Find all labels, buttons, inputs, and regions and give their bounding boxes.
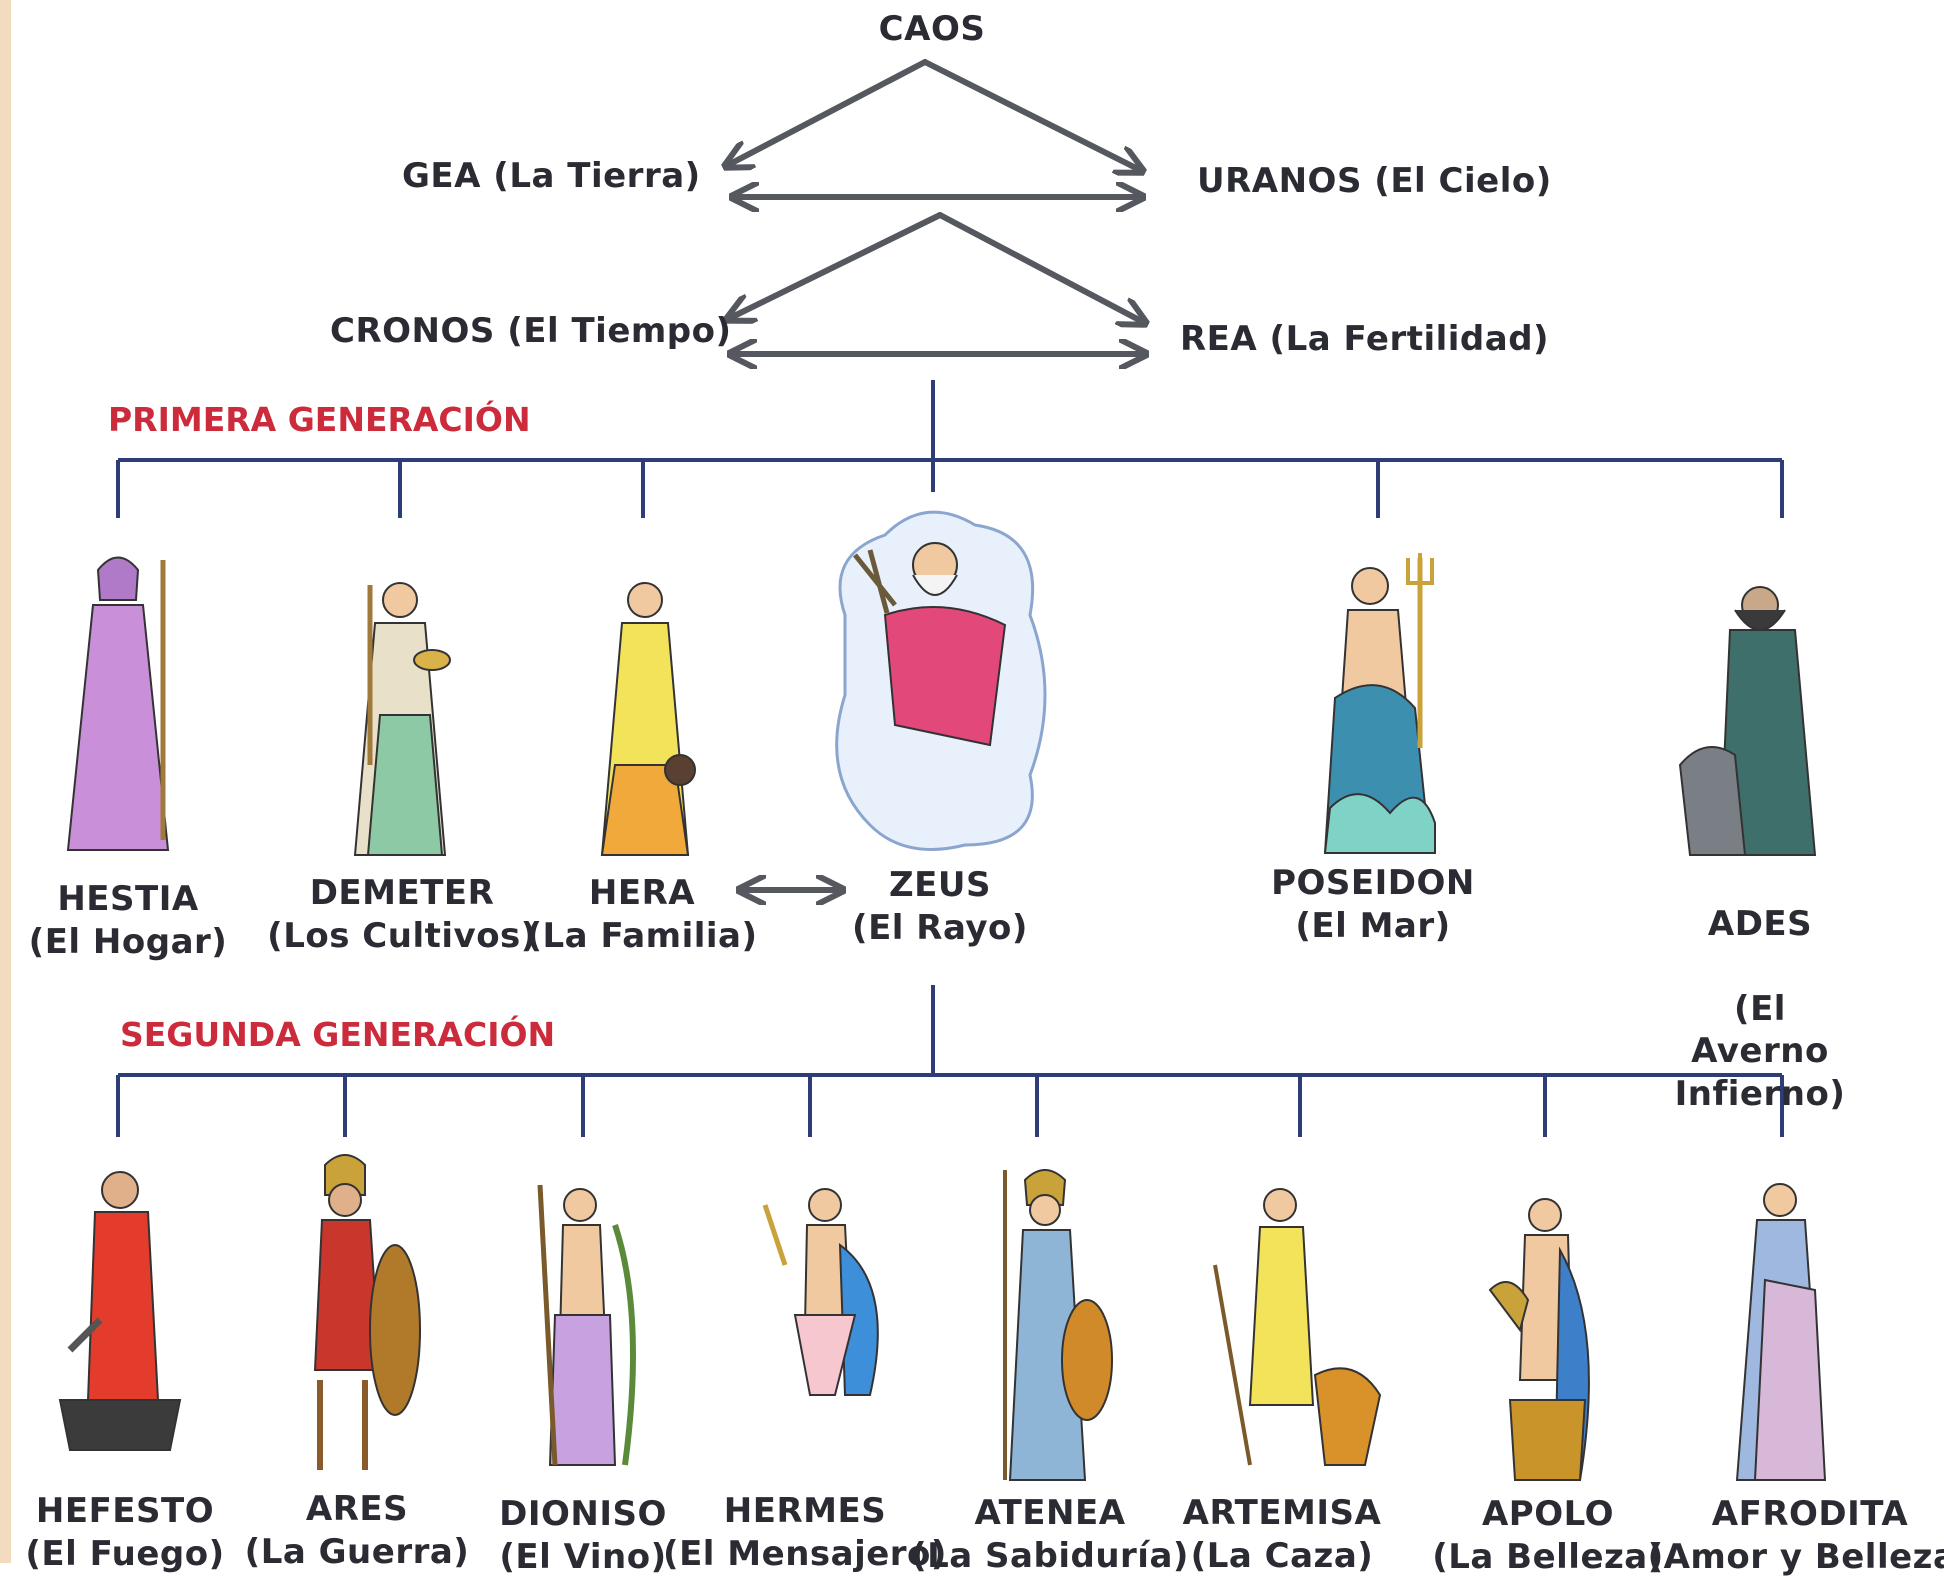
rea-label: REA (La Fertilidad) [1180,319,1550,359]
god-label-afrodita: AFRODITA (Amor y Belleza) [1647,1494,1944,1577]
arrow-to-cronos [730,212,943,318]
god-label-apolo: APOLO (La Belleza) [1432,1494,1664,1577]
hera-figure-icon [600,582,696,856]
arrow-to-rea [937,212,1143,322]
god-label-demeter: DEMETER (Los Cultivos) [267,873,537,956]
arrow-caos-gea [728,59,928,165]
god-label-poseidon: POSEIDON (El Mar) [1271,863,1475,946]
hestia-figure-icon [66,556,170,851]
god-label-ares: ARES (La Guerra) [244,1489,470,1572]
god-label-artemisa: ARTEMISA (La Caza) [1182,1493,1382,1576]
uranos-label: URANOS (El Cielo) [1197,161,1552,201]
poseidon-figure-icon [1323,553,1436,854]
hermes-figure-icon [762,1188,879,1396]
demeter-figure-icon [353,582,451,856]
arrow-caos-uranos [922,59,1140,170]
ares-figure-icon [313,1154,421,1470]
god-label-hermes: HERMES (El Mensajero) [663,1491,947,1574]
atenea-figure-icon [1003,1169,1113,1481]
caos-label: CAOS [878,9,986,49]
cronos-label: CRONOS (El Tiempo) [330,311,732,351]
gea-label: GEA (La Tierra) [402,156,701,196]
side-strip [0,0,11,1563]
second-generation-title: SEGUNDA GENERACIÓN [120,1015,556,1054]
god-label-hera: HERA (La Familia) [526,873,758,956]
first-generation-title: PRIMERA GENERACIÓN [108,400,531,439]
afrodita-figure-icon [1735,1183,1827,1481]
god-label-hefesto: HEFESTO (El Fuego) [25,1491,225,1574]
zeus-figure-icon [835,510,1047,851]
dioniso-figure-icon [537,1184,636,1466]
artemisa-figure-icon [1213,1188,1382,1466]
apolo-figure-icon [1488,1198,1590,1481]
ades-figure-icon [1678,586,1817,856]
god-label-dioniso: DIONISO (El Vino) [499,1494,667,1577]
hefesto-figure-icon [58,1171,182,1451]
god-label-zeus: ZEUS (El Rayo) [852,865,1028,948]
god-label-atenea: ATENEA (La Sabiduría) [911,1493,1189,1576]
god-label-hestia: HESTIA (El Hogar) [28,879,228,962]
god-label-ades: ADES (El Averno Infierno) [1674,903,1846,1114]
